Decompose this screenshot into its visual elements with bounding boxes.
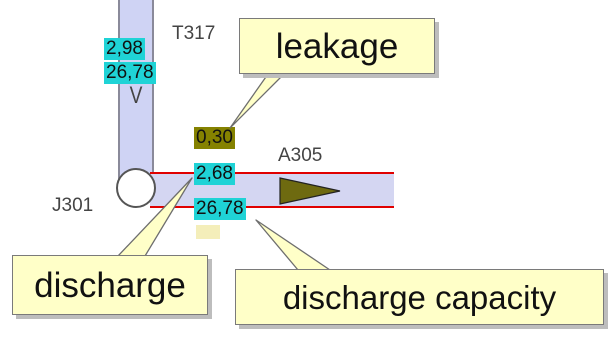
pipe-t317[interactable] <box>118 0 154 180</box>
chevron-down-icon: V <box>129 82 143 109</box>
a305-capacity-value: 26,78 <box>194 198 246 220</box>
pipe-a305[interactable] <box>150 172 394 208</box>
callout-discharge: discharge <box>12 255 208 315</box>
flow-arrow-icon <box>279 177 341 205</box>
leader-discharge <box>117 177 193 257</box>
callout-discharge-capacity: discharge capacity <box>235 269 604 325</box>
a305-discharge-value: 2,68 <box>194 163 235 185</box>
callout-leakage: leakage <box>239 18 435 74</box>
t317-discharge-value: 2,98 <box>104 38 145 60</box>
junction-label-j301: J301 <box>52 195 94 216</box>
a305-leakage-value: 0,30 <box>194 127 235 149</box>
t317-capacity-value: 26,78 <box>104 62 156 84</box>
pipe-label-t317: T317 <box>172 23 216 44</box>
leader-leakage <box>229 73 285 129</box>
junction-j301[interactable] <box>116 168 156 208</box>
pipe-label-a305: A305 <box>278 145 323 166</box>
leader-capacity <box>255 219 331 271</box>
pale-tag <box>196 225 220 239</box>
